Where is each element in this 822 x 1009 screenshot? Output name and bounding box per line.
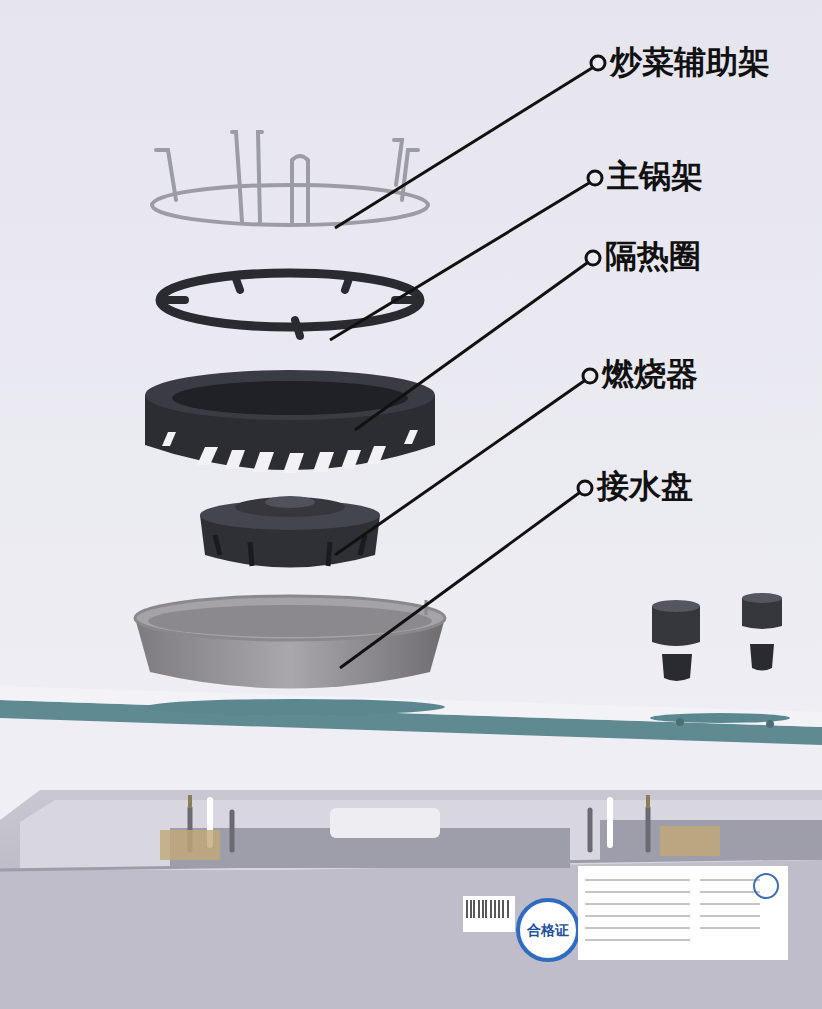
leader-dots: [578, 56, 605, 495]
base-housing-shape: [467, 900, 508, 918]
heat-shield-ring-shape-shape: [197, 447, 218, 465]
leader-dots-shape: [588, 171, 602, 185]
knob-caps: [652, 593, 782, 681]
base-housing-shape: [190, 808, 648, 850]
wire-rack-shape: [258, 132, 262, 222]
base-housing-shape: [607, 800, 613, 845]
heat-shield-ring-shape-shape: [313, 452, 334, 472]
burner: [200, 496, 380, 568]
wire-rack-shape: [292, 156, 308, 222]
base-housing-shape: [518, 900, 578, 960]
heat-shield-ring-shape-shape: [283, 453, 304, 473]
leader-lines-shape: [335, 381, 584, 555]
part-label: 主锅架: [607, 158, 703, 195]
certificate-label: 合格证: [527, 923, 569, 938]
leader-dots-shape: [578, 481, 592, 495]
base-housing-shape: [660, 826, 720, 856]
part-label: 燃烧器: [602, 356, 698, 393]
knob-caps-shape: [652, 600, 700, 612]
heat-shield-ring-shape: [162, 430, 418, 473]
base-housing-shape-shape: [585, 880, 760, 940]
burner-shape: [235, 497, 345, 517]
wire-rack-shape: [156, 150, 176, 200]
heat-shield-ring-shape-shape: [162, 432, 176, 446]
wire-rack-shape: [232, 132, 242, 222]
part-label: 接水盘: [597, 468, 693, 505]
base-housing-shape: [190, 795, 648, 808]
base-housing-shape-shape: [646, 808, 651, 850]
wire-rack-shape: [402, 150, 418, 200]
heat-shield-ring-shape: [172, 381, 408, 415]
drip-tray-shape: [135, 596, 445, 640]
knob-caps-shape: [662, 654, 692, 681]
leader-lines-shape: [340, 493, 579, 668]
heat-shield-ring-shape-shape: [225, 450, 245, 469]
base-housing-shape: [160, 830, 220, 860]
base-housing: [0, 790, 822, 1009]
glass-panel-shape: [0, 700, 822, 745]
base-housing-shape: [330, 808, 440, 838]
wire-rack: [152, 132, 428, 225]
glass-panel: [0, 686, 822, 745]
base-housing-shape: [463, 896, 515, 932]
heat-shield-ring-shape-shape: [404, 430, 418, 444]
part-label: 炒菜辅助架: [610, 44, 770, 81]
heat-shield-ring-shape-shape: [367, 446, 386, 464]
base-housing-shape: [578, 866, 788, 960]
base-housing-shape-shape: [467, 900, 508, 918]
base-housing-shape-shape: [230, 812, 235, 850]
glass-panel-shape: [145, 699, 445, 715]
base-housing-shape: [754, 874, 778, 898]
knob-caps-shape: [742, 593, 782, 603]
base-housing-shape: [585, 880, 760, 940]
leader-lines: [330, 68, 592, 668]
pan-support-shape: [165, 276, 415, 336]
base-housing-shape: [0, 790, 822, 1009]
leader-dots-shape: [583, 369, 597, 383]
base-housing-shape-shape: [588, 810, 593, 850]
pan-support: [160, 273, 420, 336]
drip-tray: [135, 596, 445, 689]
leader-dots-shape: [586, 251, 600, 265]
heat-shield-ring-shape-shape: [253, 452, 274, 472]
heat-shield-ring-shape-shape: [341, 450, 361, 469]
leader-dots-shape: [591, 56, 605, 70]
knob-caps-shape: [750, 644, 774, 671]
burner-shape: [265, 496, 315, 508]
base-housing-shape: [600, 820, 822, 860]
glass-panel-shape: [0, 686, 822, 727]
glass-panel-shape: [676, 718, 684, 726]
glass-panel-shape: [766, 720, 774, 728]
base-housing-shape: [20, 800, 822, 875]
heat-shield-ring-shape: [145, 370, 435, 420]
heat-shield-ring: [145, 370, 435, 473]
wire-rack-shape: [394, 140, 402, 185]
part-label: 隔热圈: [605, 238, 701, 275]
pan-support-shape: [160, 273, 420, 327]
leader-lines-shape: [330, 183, 589, 340]
